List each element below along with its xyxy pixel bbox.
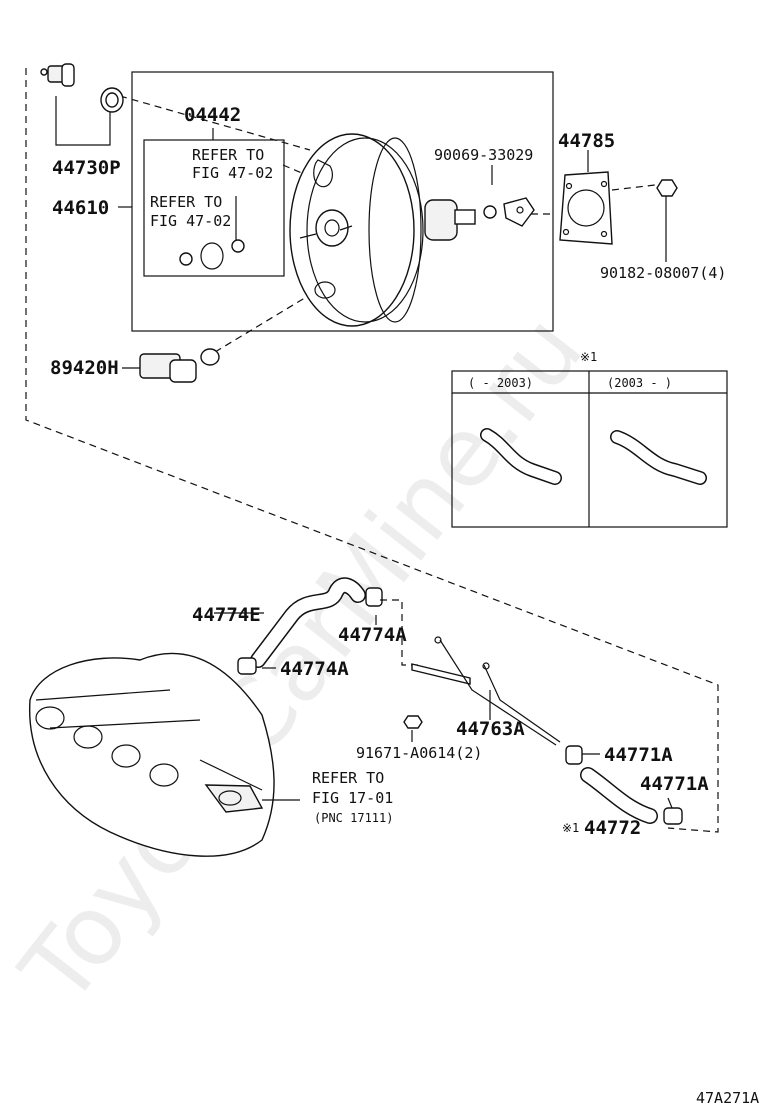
booster-assembly-box	[131, 71, 554, 332]
label-44730P: 44730P	[52, 157, 121, 179]
label-col-late: (2003 - )	[607, 376, 672, 390]
label-91671: 91671-A0614(2)	[356, 744, 482, 762]
label-44771A-lower: 44771A	[640, 773, 709, 795]
label-refer-2a: REFER TO	[150, 193, 222, 211]
label-44774A-lower: 44774A	[280, 658, 349, 680]
label-refer-1a: REFER TO	[192, 146, 264, 164]
figure-id: 47A271A	[696, 1089, 759, 1107]
clamp-44774A-upper	[365, 587, 383, 607]
label-col-early: ( - 2003)	[468, 376, 533, 390]
label-44774E: 44774E	[192, 604, 261, 626]
kit-parts	[179, 239, 245, 270]
clamp-44774A-lower	[237, 657, 257, 675]
label-refer-3b: FIG 17-01	[312, 789, 393, 807]
label-refer-3c: (PNC 17111)	[314, 811, 393, 825]
label-90182: 90182-08007(4)	[600, 264, 726, 282]
label-note-mark: ※1	[580, 350, 597, 364]
clamp-44771A-upper	[565, 745, 583, 765]
label-04442: 04442	[184, 104, 241, 126]
label-89420H: 89420H	[50, 357, 119, 379]
nut-90182	[656, 179, 678, 197]
label-refer-3a: REFER TO	[312, 769, 384, 787]
label-refer-2b: FIG 47-02	[150, 212, 231, 230]
kit-04442-box	[143, 139, 285, 277]
bracket-44763A	[411, 636, 561, 746]
label-refer-1b: FIG 47-02	[192, 164, 273, 182]
label-44772-mark: ※1	[562, 821, 579, 835]
assembly-boundary	[25, 68, 719, 833]
check-valve-44730P	[40, 63, 124, 113]
label-44771A-upper: 44771A	[604, 744, 673, 766]
label-44774A-upper: 44774A	[338, 624, 407, 646]
bolt-91671	[403, 715, 423, 729]
label-44763A: 44763A	[456, 718, 525, 740]
label-44610: 44610	[52, 197, 109, 219]
label-44772: 44772	[584, 817, 641, 839]
label-44785: 44785	[558, 130, 615, 152]
label-90069: 90069-33029	[434, 146, 533, 164]
brake-booster-44610	[289, 133, 535, 327]
intake-manifold	[29, 652, 300, 857]
gasket-44785	[559, 171, 613, 245]
vacuum-sensor-89420H	[139, 348, 220, 383]
clamp-44771A-lower	[663, 807, 683, 825]
